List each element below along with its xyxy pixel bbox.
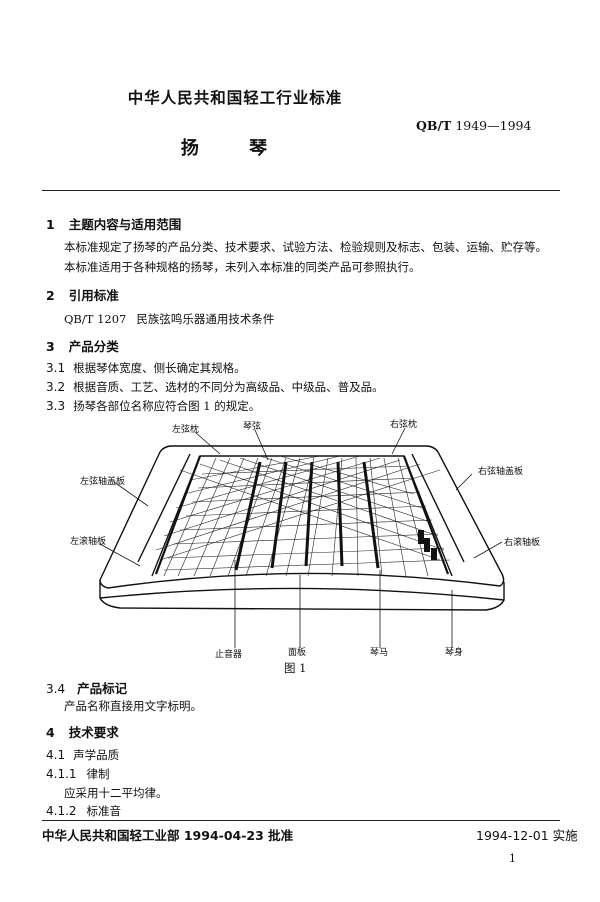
clause-number: 4.1 <box>46 748 66 762</box>
label-damper: 止音器 <box>215 650 243 660</box>
clause-number: 4.1.2 <box>46 804 77 818</box>
figure-caption: 图 1 <box>284 661 307 675</box>
standard-code: QB/T 1949—1994 <box>416 118 531 133</box>
label-strings: 琴弦 <box>243 422 262 432</box>
label-left-axle-cover: 左弦轴盖板 <box>80 477 126 487</box>
label-right-axle-cover: 右弦轴盖板 <box>478 467 524 477</box>
clause-3-2: 3.2 根据音质、工艺、选材的不同分为高级品、中级品、普及品。 <box>46 379 384 395</box>
clause-number: 3.3 <box>46 399 66 413</box>
reference-title: 民族弦鸣乐器通用技术条件 <box>136 312 275 326</box>
section-title: 引用标准 <box>68 288 119 303</box>
clause-number: 3.4 <box>46 682 66 696</box>
label-bridge: 琴马 <box>370 648 389 658</box>
footer-rule <box>42 820 560 821</box>
clause-text: 律制 <box>86 767 110 781</box>
section-1-heading: 1 主题内容与适用范围 <box>46 214 181 233</box>
clause-number: 3.1 <box>46 361 66 375</box>
issuing-org-header: 中华人民共和国轻工行业标准 <box>127 89 343 107</box>
label-soundboard: 面板 <box>288 648 307 658</box>
section-3-heading: 3 产品分类 <box>46 336 119 355</box>
label-left-bridge-pin: 左弦枕 <box>172 425 200 435</box>
section-title: 主题内容与适用范围 <box>68 217 182 232</box>
clause-text: 根据音质、工艺、选材的不同分为高级品、中级品、普及品。 <box>73 380 384 394</box>
clause-3-1: 3.1 根据琴体宽度、侧长确定其规格。 <box>46 360 246 376</box>
section-number: 2 <box>46 288 55 303</box>
clause-number: 3.2 <box>46 380 66 394</box>
clause-title: 产品标记 <box>77 681 128 696</box>
paragraph: 产品名称直接用文字标明。 <box>64 699 202 713</box>
standard-code-prefix: QB/T <box>416 118 452 133</box>
section-4-heading: 4 技术要求 <box>46 722 119 741</box>
yangqin-diagram <box>99 427 505 648</box>
paragraph: 本标准适用于各种规格的扬琴，未列入本标准的同类产品可参照执行。 <box>64 260 421 274</box>
label-body: 琴身 <box>445 648 464 658</box>
section-number: 1 <box>46 217 55 232</box>
clause-text: 声学品质 <box>73 748 120 762</box>
clause-4-1-1: 4.1.1 律制 <box>46 766 110 782</box>
clause-text: 扬琴各部位名称应符合图 1 的规定。 <box>73 399 261 413</box>
clause-4-1-2: 4.1.2 标准音 <box>46 803 121 819</box>
clause-3-4-heading: 3.4 产品标记 <box>46 678 127 697</box>
effective-date: 1994-12-01 实施 <box>476 828 578 843</box>
section-title: 技术要求 <box>68 725 119 740</box>
clause-4-1: 4.1 声学品质 <box>46 747 119 763</box>
label-left-roller-board: 左滚轴板 <box>70 537 107 547</box>
clause-text: 根据琴体宽度、侧长确定其规格。 <box>73 361 246 375</box>
clause-text: 标准音 <box>86 804 122 818</box>
paragraph: 本标准规定了扬琴的产品分类、技术要求、试验方法、检验规则及标志、包装、运输、贮存… <box>64 240 547 254</box>
section-title: 产品分类 <box>68 339 119 354</box>
clause-number: 4.1.1 <box>46 767 77 781</box>
label-right-bridge-pin: 右弦枕 <box>390 420 418 430</box>
section-number: 3 <box>46 339 55 354</box>
section-number: 4 <box>46 725 55 740</box>
section-2-heading: 2 引用标准 <box>46 285 119 304</box>
paragraph: 应采用十二平均律。 <box>64 786 168 800</box>
header-rule <box>42 190 560 191</box>
label-right-roller-board: 右滚轴板 <box>504 538 541 548</box>
reference-code: QB/T 1207 <box>64 312 127 326</box>
reference-entry: QB/T 1207 民族弦鸣乐器通用技术条件 <box>64 311 274 327</box>
document-title: 扬 琴 <box>180 138 290 159</box>
standard-code-number: 1949—1994 <box>455 118 532 133</box>
approval-line: 中华人民共和国轻工业部 1994-04-23 批准 <box>42 828 294 843</box>
page-number: 1 <box>509 852 516 865</box>
clause-3-3: 3.3 扬琴各部位名称应符合图 1 的规定。 <box>46 398 260 414</box>
